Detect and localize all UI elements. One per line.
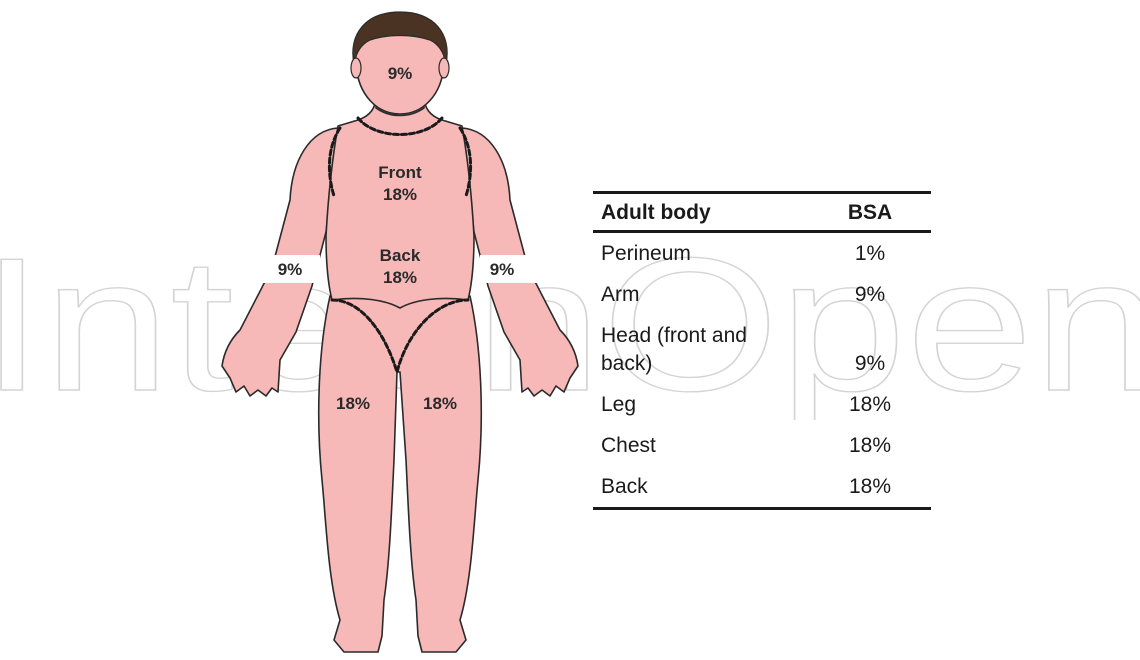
table-row: Perineum 1% <box>593 232 931 275</box>
table-row: Back 18% <box>593 466 931 509</box>
front-title: Front <box>378 163 422 182</box>
region-cell: Leg <box>593 384 809 425</box>
table-row: Head (front and back) 9% <box>593 315 931 384</box>
table-row: Chest 18% <box>593 425 931 466</box>
right-ear <box>439 58 449 78</box>
body-figure: 9% Front 18% Back 18% 9% 9% 18% 18% <box>200 0 600 660</box>
table-header-row: Adult body BSA <box>593 193 931 232</box>
bsa-cell: 9% <box>809 315 931 384</box>
table-row: Arm 9% <box>593 274 931 315</box>
header-bsa: BSA <box>809 193 931 232</box>
right-arm-label: 9% <box>490 260 515 279</box>
bsa-cell: 18% <box>809 384 931 425</box>
region-cell: Arm <box>593 274 809 315</box>
right-leg-label: 18% <box>423 394 457 413</box>
bsa-cell: 9% <box>809 274 931 315</box>
bsa-cell: 18% <box>809 425 931 466</box>
bsa-table: Adult body BSA Perineum 1% Arm 9% Head (… <box>593 191 931 510</box>
region-cell: Chest <box>593 425 809 466</box>
bsa-cell: 1% <box>809 232 931 275</box>
back-title: Back <box>380 246 421 265</box>
region-cell: Head (front and back) <box>593 315 809 384</box>
back-value: 18% <box>383 268 417 287</box>
legs-shape <box>319 296 482 652</box>
table-row: Leg 18% <box>593 384 931 425</box>
head-label: 9% <box>388 64 413 83</box>
left-arm-label: 9% <box>278 260 303 279</box>
region-cell: Back <box>593 466 809 509</box>
front-value: 18% <box>383 185 417 204</box>
left-leg-label: 18% <box>336 394 370 413</box>
left-ear <box>351 58 361 78</box>
bsa-cell: 18% <box>809 466 931 509</box>
region-cell: Perineum <box>593 232 809 275</box>
header-adult-body: Adult body <box>593 193 809 232</box>
